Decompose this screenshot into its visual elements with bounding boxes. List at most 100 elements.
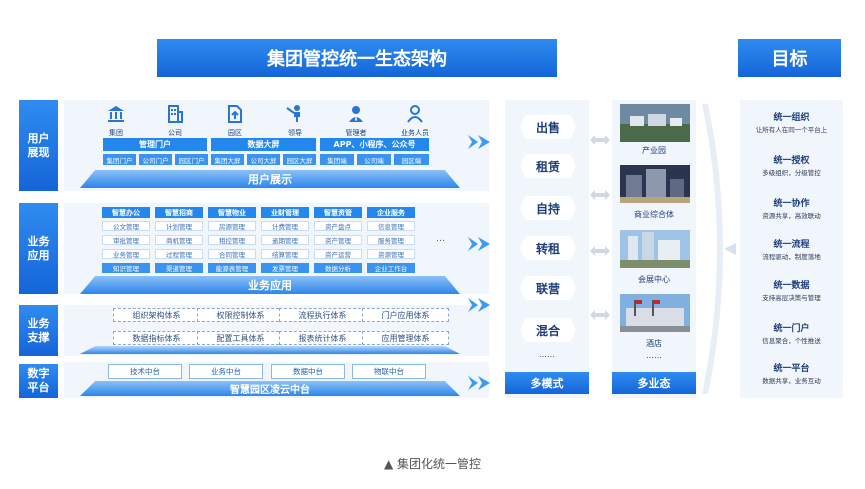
app-module-item: 过程管理 — [155, 249, 203, 259]
business-footer: 多业态 — [612, 372, 696, 394]
app-module-item: 服务管理 — [367, 235, 415, 245]
business-industrial: 产业园 — [642, 146, 666, 155]
user-icon-2: 公司 — [152, 102, 198, 138]
support-portal: 门户应用体系 — [362, 308, 449, 322]
double-arrow-icon — [590, 135, 610, 145]
app-module-item: 逾期管理 — [261, 235, 309, 245]
app-column-head: 企业服务 — [367, 207, 415, 218]
goal-desc-2: 多级组织，分级管控 — [762, 169, 821, 177]
chip-park-portal: 园区门户 — [175, 154, 208, 165]
mode-joint: 联营 — [520, 276, 576, 300]
double-arrow-icon — [590, 246, 610, 256]
goal-title: 目标 — [738, 39, 841, 77]
exhibition-center-image — [620, 230, 690, 268]
app-module-item: 租控管理 — [208, 235, 256, 245]
bank-icon — [104, 102, 128, 126]
arrow-right-icon — [468, 298, 490, 312]
user-icon-1: 集团 — [93, 102, 139, 138]
app-module-item: 商机管理 — [155, 235, 203, 245]
app-column-head: 智慧物业 — [208, 207, 256, 218]
goal-desc-4: 流程驱动，制度落地 — [762, 253, 821, 261]
app-layer-base: 业务应用 — [80, 276, 460, 294]
category-app: APP、小程序、公众号 — [320, 138, 429, 151]
mode-self-hold: 自持 — [520, 196, 576, 220]
app-module-item: 结算管理 — [261, 249, 309, 259]
row-label-support: 业务 支撑 — [19, 305, 58, 356]
goal-desc-6: 信息聚合，个性推送 — [762, 337, 821, 345]
chip-company-portal: 公司门户 — [139, 154, 172, 165]
modes-more: …… — [539, 350, 555, 359]
industrial-park-image — [620, 104, 690, 142]
support-appmgmt: 应用管理体系 — [362, 331, 449, 345]
row-label-app: 业务 应用 — [19, 203, 58, 294]
curved-arrow-icon — [702, 104, 736, 394]
support-metric: 数据指标体系 — [113, 331, 200, 345]
chip-park-end: 园区端 — [394, 154, 429, 165]
digital-tech: 技术中台 — [108, 364, 182, 379]
app-module-item: 发票管理 — [261, 263, 309, 273]
user-icon-label: 管理者 — [345, 129, 367, 137]
mode-sale: 出售 — [520, 115, 576, 139]
goal-desc-3: 资源共享，高效联动 — [762, 212, 821, 220]
app-module-item: 合同管理 — [208, 249, 256, 259]
goal-title-5: 统一数据 — [773, 281, 810, 291]
digital-iot: 物联中台 — [352, 364, 426, 379]
app-module-item: 知识管理 — [102, 263, 150, 273]
row-label-support-text: 业务 支撑 — [27, 316, 50, 344]
support-org: 组织架构体系 — [113, 308, 200, 322]
chip-company-end: 公司端 — [357, 154, 391, 165]
chip-group-screen: 集团大屏 — [211, 154, 244, 165]
goal-desc-5: 支持高层决策与管理 — [762, 294, 821, 302]
row-label-user-text: 用户 展现 — [27, 131, 50, 159]
goals-column — [740, 100, 843, 398]
figure-caption: ▲ 集团化统一管控 — [383, 457, 482, 471]
app-module-item: 业务管理 — [102, 249, 150, 259]
category-screen: 数据大屏 — [211, 138, 316, 151]
row-label-digital-text: 数字 平台 — [27, 367, 50, 394]
row-label-digital: 数字 平台 — [19, 364, 58, 398]
app-column-head: 智慧资管 — [314, 207, 362, 218]
mode-rent: 租赁 — [520, 154, 576, 178]
mode-mixed: 混合 — [520, 318, 576, 342]
chip-company-screen: 公司大屏 — [247, 154, 280, 165]
mode-sublease: 转租 — [520, 236, 576, 260]
manager-icon — [344, 102, 368, 126]
user-icon-3: 园区 — [212, 102, 258, 138]
support-base — [80, 346, 460, 354]
app-module-item: 审批管理 — [102, 235, 150, 245]
user-icon-label: 业务人员 — [401, 129, 429, 137]
digital-data: 数据中台 — [271, 364, 345, 379]
user-icon-label: 领导 — [288, 129, 302, 137]
category-portal: 管理门户 — [103, 138, 207, 151]
app-module-item: 公文管理 — [102, 221, 150, 231]
app-module-item: 能源表管理 — [208, 263, 256, 273]
user-icon-5: 管理者 — [333, 102, 379, 138]
diagram-title: 集团管控统一生态架构 — [157, 39, 557, 77]
user-icon-label: 园区 — [228, 129, 242, 137]
app-column-head: 智慧招商 — [155, 207, 203, 218]
arrow-right-icon — [468, 237, 490, 251]
building-icon — [163, 102, 187, 126]
row-label-user: 用户 展现 — [19, 100, 58, 191]
user-icon-6: 业务人员 — [392, 102, 438, 138]
business-exhibition: 会展中心 — [638, 275, 670, 284]
chip-group-end: 集团端 — [320, 154, 354, 165]
support-config: 配置工具体系 — [197, 331, 284, 345]
app-module-item: 资产运营 — [314, 249, 362, 259]
digital-base: 智慧园区凌云中台 — [80, 381, 460, 396]
goal-title-6: 统一门户 — [773, 324, 810, 334]
app-module-item: 计划管理 — [155, 221, 203, 231]
app-module-item: 房源管理 — [208, 221, 256, 231]
double-arrow-icon — [590, 190, 610, 200]
user-icon-4: 领导 — [272, 102, 318, 138]
app-module-item: 企业工作台 — [367, 263, 415, 273]
app-module-item: 计费管理 — [261, 221, 309, 231]
user-icon-label: 集团 — [109, 129, 123, 137]
staff-icon — [403, 102, 427, 126]
commercial-complex-image — [620, 165, 690, 203]
app-more: … — [436, 234, 445, 244]
app-column-head: 业财管理 — [261, 207, 309, 218]
hotel-image — [620, 294, 690, 332]
support-permission: 权限控制体系 — [197, 308, 284, 322]
arrow-right-icon — [468, 135, 490, 149]
